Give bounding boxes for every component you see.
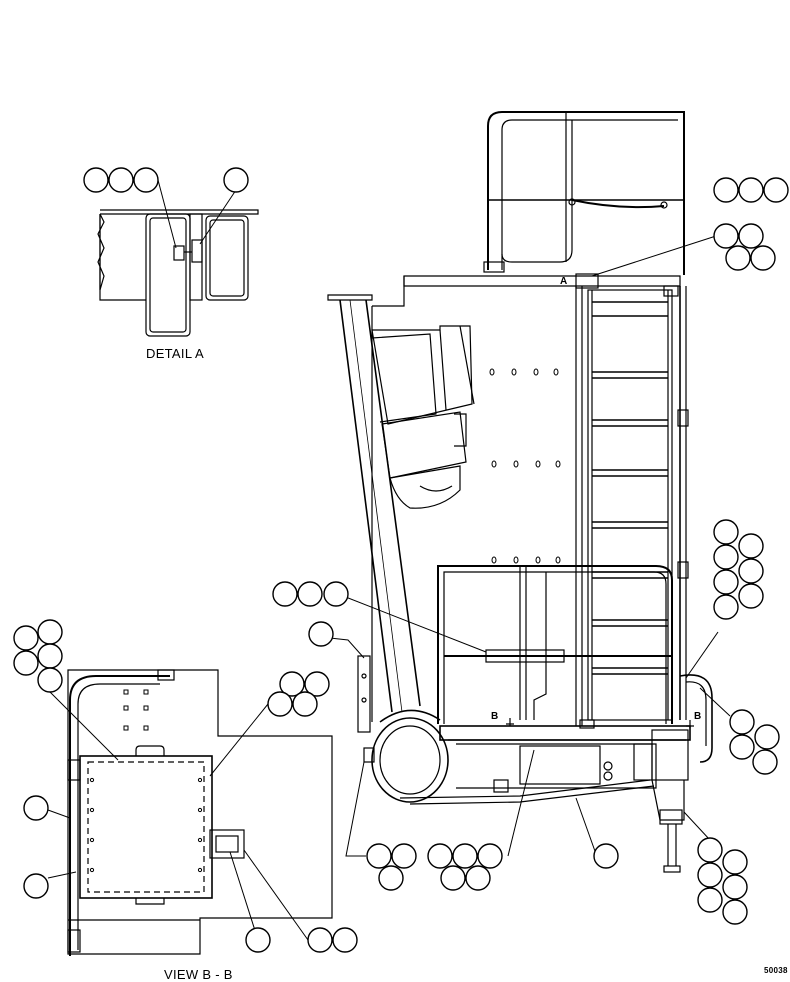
callout-bubble: [722, 899, 748, 925]
callout-bubble: [750, 245, 776, 271]
callout-bubble: [245, 927, 271, 953]
callout-bubble: [752, 749, 778, 775]
callout-bubble: [713, 223, 739, 249]
callout-bubbles: [13, 167, 789, 953]
callout-bubble: [763, 177, 789, 203]
main-assembly: [327, 111, 713, 873]
callout-bubble: [23, 873, 49, 899]
detail-a-drawing: [97, 209, 259, 337]
view-bb-label: VIEW B - B: [164, 967, 233, 982]
callout-bubble: [108, 167, 134, 193]
callout-bubble: [713, 594, 739, 620]
callout-bubble: [307, 927, 333, 953]
callout-bubble: [593, 843, 619, 869]
callout-bubble: [697, 862, 723, 888]
callout-bubble: [308, 621, 334, 647]
callout-bubble: [440, 865, 466, 891]
callout-bubble: [729, 734, 755, 760]
callout-bubble: [713, 544, 739, 570]
callout-bubble: [738, 533, 764, 559]
callout-bubble: [452, 843, 478, 869]
callout-bubble: [738, 223, 764, 249]
callout-bubble: [272, 581, 298, 607]
callout-bubble: [722, 849, 748, 875]
leader-lines: [47, 179, 731, 941]
callout-bubble: [713, 569, 739, 595]
callout-bubble: [366, 843, 392, 869]
callout-bubble: [323, 581, 349, 607]
callout-bubble: [37, 643, 63, 669]
callout-bubble: [267, 691, 293, 717]
callout-bubble: [37, 619, 63, 645]
callout-bubble: [738, 558, 764, 584]
callout-bubble: [292, 691, 318, 717]
callout-bubble: [37, 667, 63, 693]
callout-bubble: [378, 865, 404, 891]
callout-bubble: [297, 581, 323, 607]
callout-bubble: [23, 795, 49, 821]
callout-bubble: [729, 709, 755, 735]
callout-bubble: [697, 887, 723, 913]
view-bb-drawing: [67, 669, 333, 956]
section-b-marker-left: B: [491, 711, 499, 722]
callout-bubble: [304, 671, 330, 697]
callout-bubble: [13, 625, 39, 651]
callout-bubble: [13, 650, 39, 676]
callout-bubble: [391, 843, 417, 869]
callout-bubble: [279, 671, 305, 697]
section-a-marker: A: [560, 276, 568, 287]
callout-bubble: [223, 167, 249, 193]
drawing-number: 50038: [764, 966, 788, 975]
callout-bubble: [477, 843, 503, 869]
callout-bubble: [722, 874, 748, 900]
callout-bubble: [754, 724, 780, 750]
callout-bubble: [427, 843, 453, 869]
callout-bubble: [697, 837, 723, 863]
section-b-marker-right: B: [694, 711, 702, 722]
callout-bubble: [332, 927, 358, 953]
callout-bubble: [465, 865, 491, 891]
callout-bubble: [133, 167, 159, 193]
callout-bubble: [738, 583, 764, 609]
callout-bubble: [713, 177, 739, 203]
callout-bubble: [713, 519, 739, 545]
callout-bubble: [738, 177, 764, 203]
callout-bubble: [725, 245, 751, 271]
callout-bubble: [83, 167, 109, 193]
detail-a-label: DETAIL A: [146, 346, 205, 361]
